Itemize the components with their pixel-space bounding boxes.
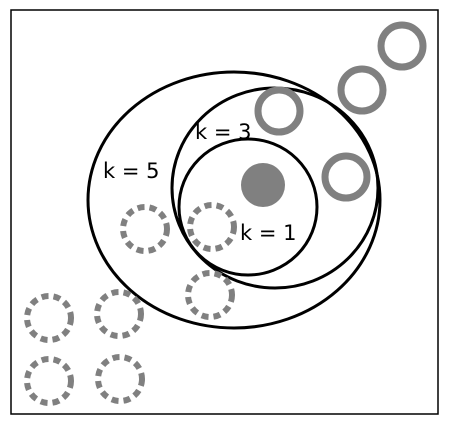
- neighborhood-k5: [86, 70, 382, 330]
- dashed-point: [185, 270, 235, 320]
- solid-point: [254, 86, 304, 136]
- dashed-point: [24, 293, 74, 343]
- dashed-point: [24, 356, 74, 406]
- label-k3: k = 3: [195, 120, 251, 144]
- dashed-point: [94, 289, 144, 339]
- label-k5: k = 5: [103, 159, 159, 183]
- dashed-point: [187, 202, 237, 252]
- neighborhood-k1: [177, 137, 319, 277]
- solid-point: [377, 21, 427, 71]
- solid-point: [337, 65, 387, 115]
- solid-point: [321, 152, 371, 202]
- dashed-point: [95, 354, 145, 404]
- diagram-frame: [10, 9, 439, 415]
- query-point: [241, 163, 285, 207]
- class-solid-points: [254, 21, 427, 202]
- class-dashed-points: [24, 202, 237, 406]
- label-k1: k = 1: [240, 221, 296, 245]
- dashed-point: [120, 204, 170, 254]
